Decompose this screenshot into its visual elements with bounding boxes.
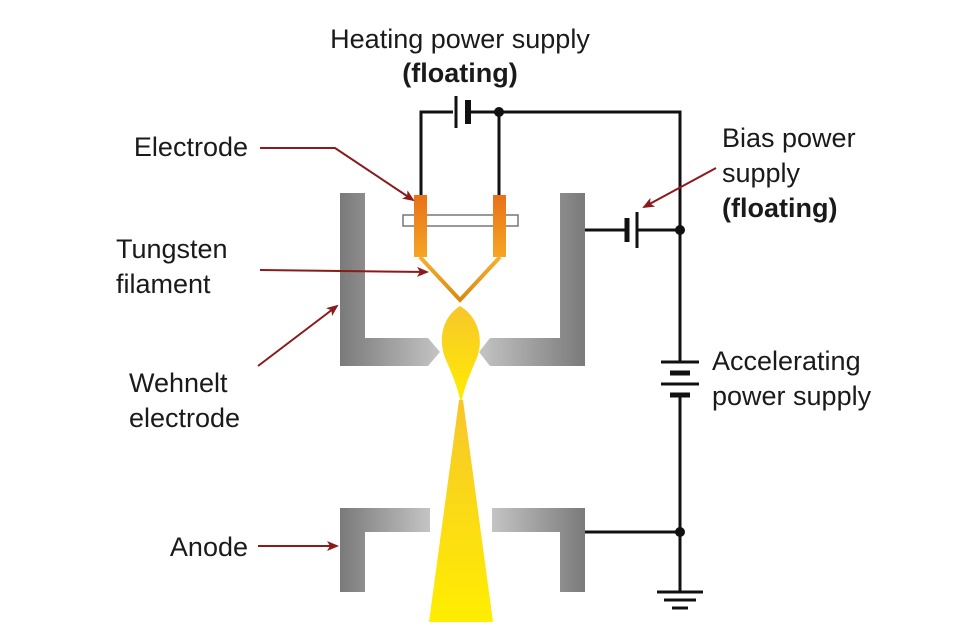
heating-wire-right [470,110,682,230]
anode-left-part [340,508,430,592]
wehnelt-label-line2: electrode [129,403,240,433]
bias-supply-floating-label: (floating) [722,193,837,223]
anode-label: Anode [170,532,248,562]
anode-right-part [492,508,585,592]
tungsten-label-line2: filament [116,269,211,299]
electrode-leader-arrow [260,147,415,202]
tungsten-filament [418,255,502,303]
ground-icon [657,590,703,610]
heating-wire-left [419,110,453,195]
electron-beam-crossover [441,306,480,405]
anode-junction-dot [675,527,685,537]
tungsten-leader-arrow [259,266,429,277]
heating-supply-floating-label: (floating) [402,58,517,88]
bias-supply-label-line2: supply [722,158,801,188]
tungsten-label-line1: Tungsten [116,234,228,264]
electrode-label: Electrode [134,132,248,162]
electrode-insulator-bar [402,214,519,227]
heating-junction-dot [494,107,504,117]
electron-beam [429,400,493,622]
bias-supply-label-line1: Bias power [722,123,856,153]
accel-supply-label-line1: Accelerating [712,346,861,376]
wehnelt-label-line1: Wehnelt [129,368,228,398]
wehnelt-leader-arrow [257,304,339,367]
bias-leader-arrow [642,167,717,208]
heating-supply-label: Heating power supply [330,24,590,54]
wehnelt-left-part [340,193,440,366]
wehnelt-right-part [479,193,585,366]
electrode-right [493,195,506,257]
accel-supply-label-line2: power supply [712,381,872,411]
electrode-left [414,195,427,257]
